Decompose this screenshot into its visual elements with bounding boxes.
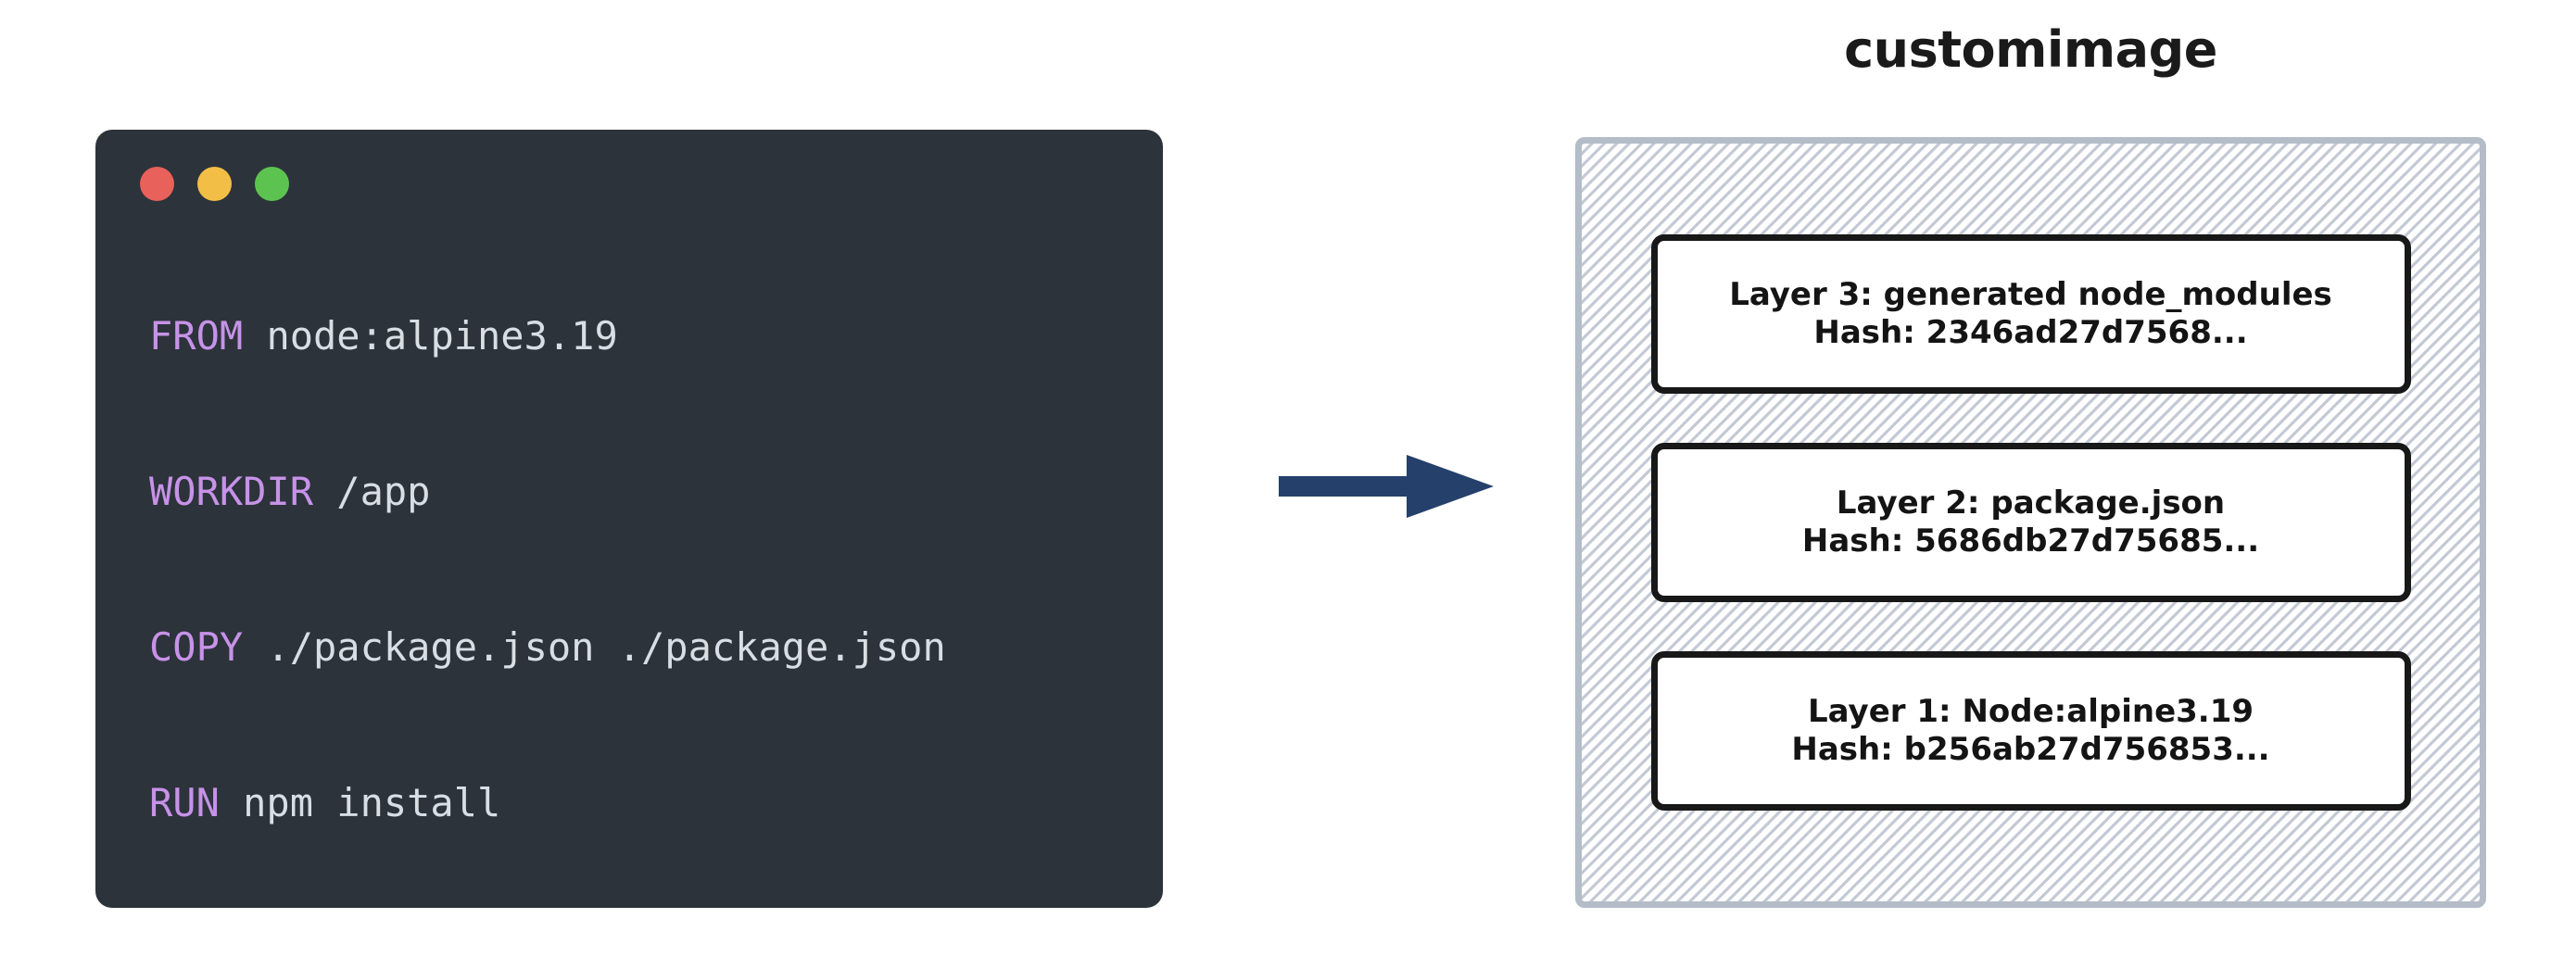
terminal-window: FROM node:alpine3.19 WORKDIR /app COPY .… [95, 130, 1163, 908]
layer-label: Layer 2: package.json [1836, 484, 2226, 522]
dockerfile-keyword: RUN [149, 780, 220, 825]
layer-box-3[interactable]: Layer 3: generated node_modules Hash: 23… [1650, 234, 2411, 394]
dockerfile-code-block: FROM node:alpine3.19 WORKDIR /app COPY .… [149, 239, 1135, 939]
close-window-icon[interactable] [140, 167, 174, 201]
flow-arrow [1279, 449, 1501, 523]
dockerfile-argument: ./package.json ./package.json [243, 624, 946, 670]
layer-box-1[interactable]: Layer 1: Node:alpine3.19 Hash: b256ab27d… [1650, 651, 2411, 811]
image-name-title: customimage [1844, 20, 2217, 79]
dockerfile-keyword: COPY [149, 624, 244, 670]
dockerfile-keyword: WORKDIR [149, 469, 314, 514]
dockerfile-argument: /app [313, 469, 431, 514]
code-line: WORKDIR /app [149, 472, 1135, 550]
terminal-titlebar [140, 167, 289, 201]
minimize-window-icon[interactable] [197, 167, 232, 201]
code-line: COPY ./package.json ./package.json [149, 628, 1135, 706]
layer-hash: Hash: 2346ad27d7568... [1813, 314, 2248, 351]
layer-label: Layer 1: Node:alpine3.19 [1807, 692, 2254, 730]
code-line: FROM node:alpine3.19 [149, 317, 1135, 395]
layer-label: Layer 3: generated node_modules [1729, 275, 2332, 313]
code-line: RUN npm install [149, 784, 1135, 862]
dockerfile-argument: node:alpine3.19 [243, 313, 618, 359]
layer-hash: Hash: 5686db27d75685... [1801, 522, 2260, 560]
layer-hash: Hash: b256ab27d756853... [1791, 731, 2270, 768]
image-layers-container: Layer 3: generated node_modules Hash: 23… [1575, 137, 2486, 908]
maximize-window-icon[interactable] [255, 167, 289, 201]
dockerfile-keyword: FROM [149, 313, 244, 359]
layer-box-2[interactable]: Layer 2: package.json Hash: 5686db27d756… [1650, 443, 2411, 602]
dockerfile-argument: npm install [219, 780, 501, 825]
arrow-right-icon [1279, 455, 1494, 518]
